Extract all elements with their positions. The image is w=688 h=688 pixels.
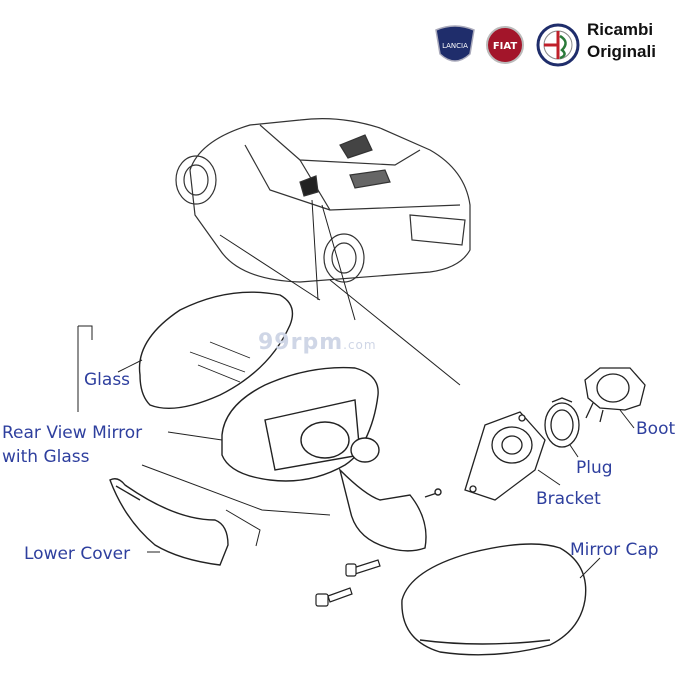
label-boot: Boot [636, 419, 676, 439]
label-glass: Glass [84, 370, 131, 390]
svg-text:FIAT: FIAT [493, 41, 518, 52]
watermark-suffix: .com [343, 338, 377, 352]
lower-cover [109, 478, 229, 566]
label-bracket: Bracket [536, 489, 601, 509]
label-mirror-cap: Mirror Cap [570, 540, 659, 560]
car-illustration [175, 118, 471, 283]
watermark: 99rpm.com [258, 330, 377, 355]
mirror-glass [138, 291, 294, 410]
svg-text:LANCIA: LANCIA [442, 42, 468, 50]
bracket [464, 411, 546, 501]
label-leader-lines [77, 325, 635, 579]
brand-line-2: Originali [587, 42, 656, 61]
label-rear-view-mirror-line1: Rear View Mirror [2, 423, 143, 443]
alfa-romeo-logo [536, 23, 580, 67]
lancia-logo: LANCIA [435, 25, 475, 62]
mirror-housing [221, 366, 442, 552]
brand-line-1: Ricambi [587, 20, 654, 39]
mirror-cap [401, 543, 587, 656]
car-callout-lines [219, 199, 461, 386]
label-rear-view-mirror-line2: with Glass [2, 447, 90, 467]
screws [315, 559, 381, 607]
label-lower-cover: Lower Cover [24, 544, 131, 564]
boot [584, 367, 646, 423]
watermark-main: 99rpm [258, 330, 344, 355]
label-plug: Plug [576, 458, 613, 478]
fiat-logo: FIAT [486, 26, 524, 64]
plug [544, 397, 580, 448]
